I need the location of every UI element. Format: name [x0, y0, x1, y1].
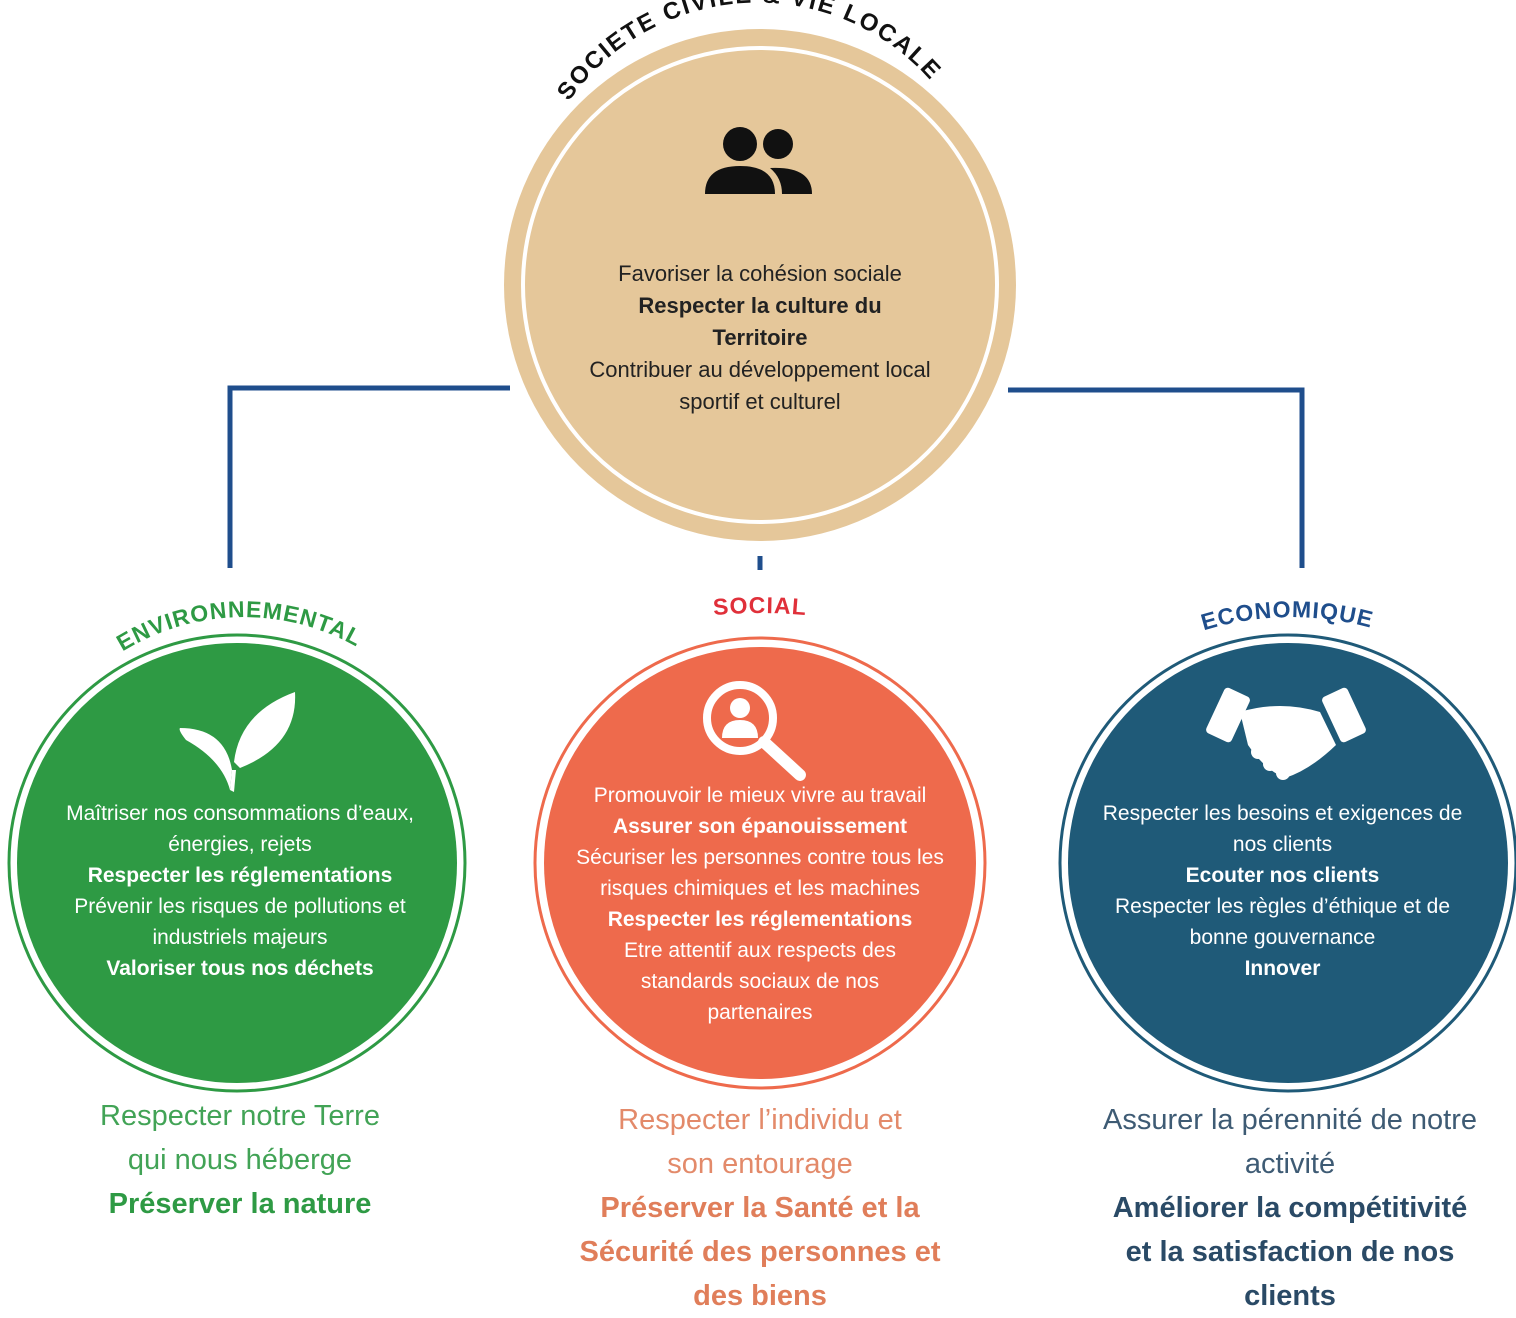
economique-line: bonne gouvernance: [1189, 926, 1376, 949]
top-line: Contribuer au développement local: [589, 357, 931, 382]
environnemental-caption-line: qui nous héberge: [127, 1144, 353, 1176]
environnemental-line: industriels majeurs: [152, 926, 328, 949]
top-line: sportif et culturel: [679, 389, 841, 414]
top-line: Territoire: [712, 325, 808, 350]
environnemental-line: Maîtriser nos consommations d’eaux,: [66, 802, 414, 825]
social-line: Promouvoir le mieux vivre au travail: [593, 784, 927, 807]
environnemental-line: Valoriser tous nos déchets: [106, 957, 374, 980]
social-line: standards sociaux de nos: [640, 970, 880, 993]
social-caption-line: Respecter l’individu et: [618, 1104, 902, 1136]
economique-caption-emphasis: clients: [1244, 1280, 1336, 1312]
social-line: risques chimiques et les machines: [600, 877, 920, 900]
economique-line: Ecouter nos clients: [1185, 864, 1380, 887]
connector-left: [227, 385, 510, 568]
people-icon: [705, 127, 812, 194]
economic-circle: [1058, 633, 1516, 1093]
economique-caption-emphasis: et la satisfaction de nos: [1125, 1236, 1455, 1268]
economique-line: nos clients: [1232, 833, 1333, 856]
social-arc-title: SOCIAL: [712, 592, 808, 620]
social-caption-emphasis: Sécurité des personnes et: [579, 1236, 941, 1268]
handshake-icon: [1206, 687, 1366, 780]
environmental-circle: [7, 633, 467, 1093]
social-line: Sécuriser les personnes contre tous les: [576, 846, 944, 869]
social-line: Etre attentif aux respects des: [624, 939, 896, 962]
economic-circle-text: Respecter les besoins et exigences de nos…: [1075, 798, 1490, 984]
economique-caption-emphasis: Améliorer la compétitivité: [1112, 1192, 1468, 1224]
economique-line: Respecter les besoins et exigences de: [1102, 802, 1463, 825]
economique-line: Innover: [1244, 957, 1321, 980]
connector-lines: [227, 385, 1305, 570]
social-caption-emphasis: des biens: [693, 1280, 827, 1312]
top-line: Favoriser la cohésion sociale: [618, 261, 902, 286]
social-line: partenaires: [707, 1001, 813, 1024]
connector-right: [1008, 387, 1305, 568]
environnemental-line: énergies, rejets: [168, 833, 312, 856]
social-line: Respecter les réglementations: [607, 908, 913, 931]
environnemental-line: Respecter les réglementations: [87, 864, 393, 887]
person-search-icon: [703, 681, 806, 781]
economique-caption-line: activité: [1244, 1148, 1336, 1180]
social-circle: [533, 636, 987, 1090]
economique-line: Respecter les règles d’éthique et de: [1114, 895, 1451, 918]
economique-caption-line: Assurer la pérennité de notre: [1103, 1104, 1477, 1136]
social-caption-emphasis: Préserver la Santé et la: [600, 1192, 920, 1224]
environmental-circle-text: Maîtriser nos consommations d’eaux, énerg…: [30, 798, 450, 984]
environnemental-caption-emphasis: Préserver la nature: [108, 1188, 372, 1220]
economic-arc-title: ECONOMIQUE: [1198, 596, 1376, 635]
top-line: Respecter la culture du: [638, 293, 882, 318]
environnemental-caption-line: Respecter notre Terre: [100, 1100, 380, 1132]
top-circle: [504, 29, 1016, 541]
environnemental-line: Prévenir les risques de pollutions et: [74, 895, 406, 918]
leaf-sprout-icon: [179, 692, 296, 792]
social-line: Assurer son épanouissement: [612, 815, 908, 838]
social-caption-line: son entourage: [667, 1148, 853, 1180]
